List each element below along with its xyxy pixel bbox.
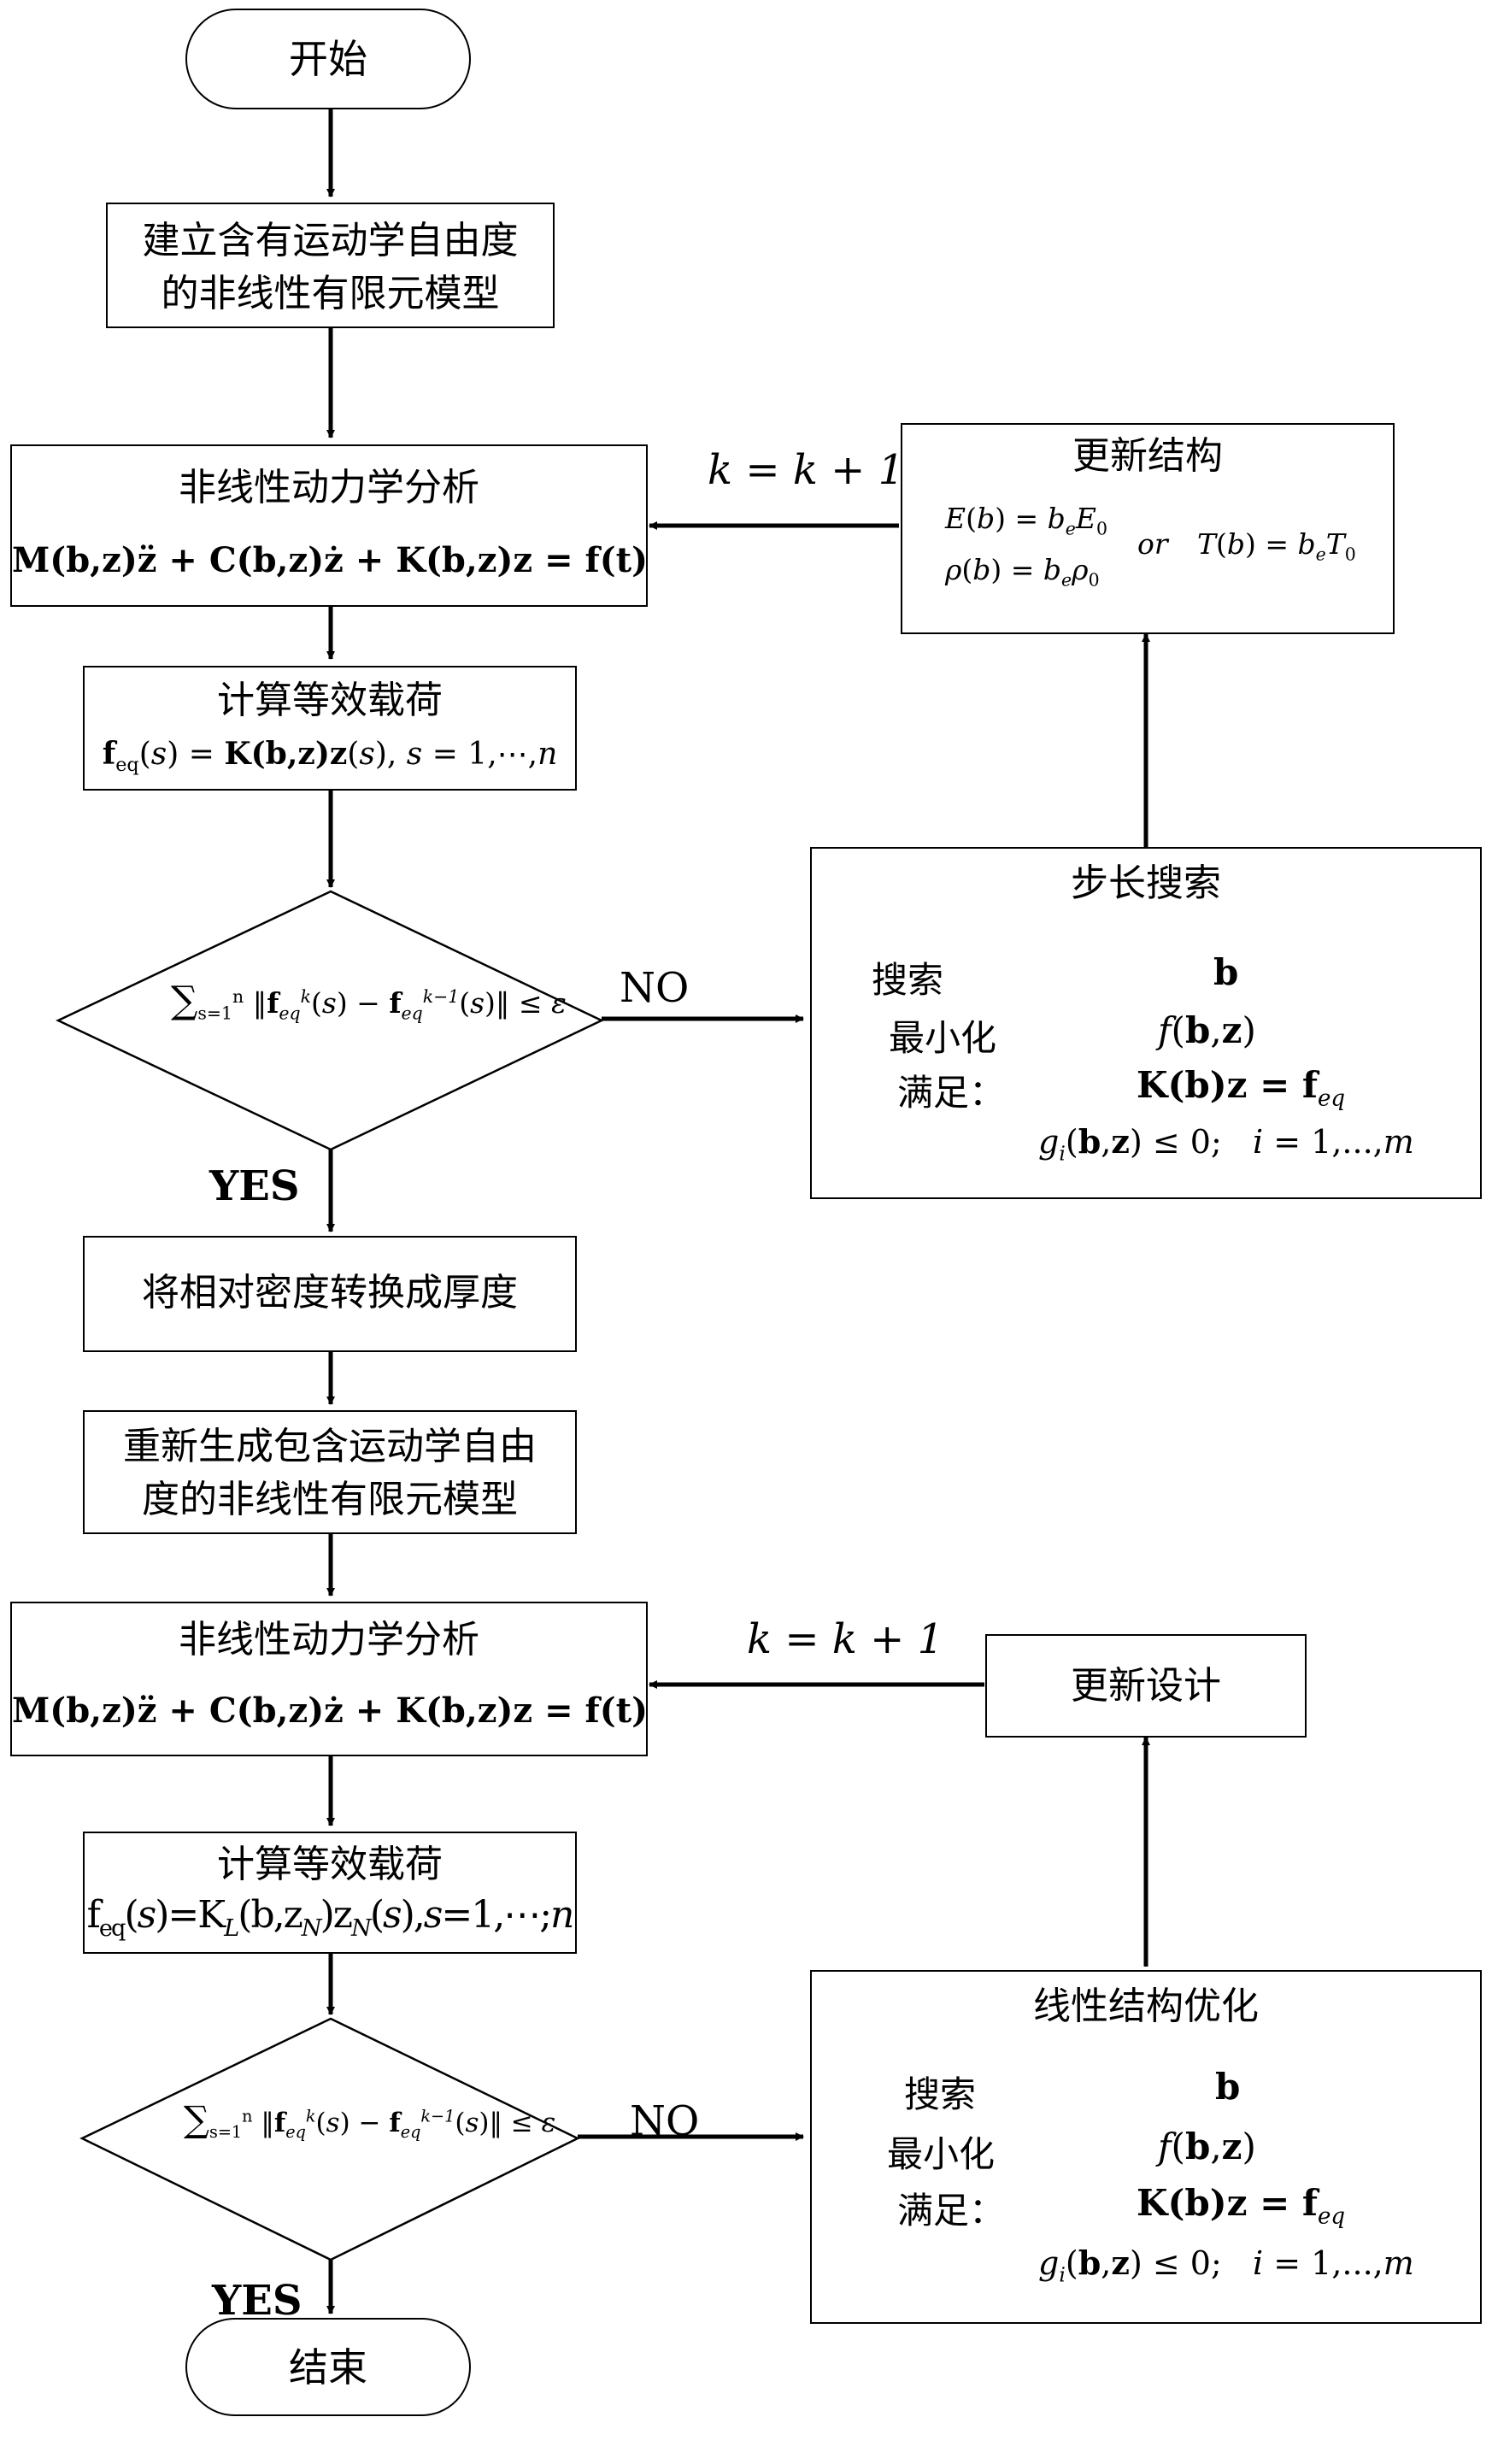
nonlinear-analysis-box-2: 非线性动力学分析 M(b,z)z̈ + C(b,z)ż + K(b,z)z = … bbox=[10, 1602, 648, 1756]
step-search-title: 步长搜索 bbox=[812, 857, 1480, 910]
update-structure-eq-rho: ρ(b) = beρ0 bbox=[945, 553, 1100, 591]
iteration-label-2: k = k + 1 bbox=[747, 1615, 943, 1663]
linear-opt-label-search: 搜索 bbox=[904, 2066, 976, 2118]
linear-opt-value-equilibrium: K(b)z = feq bbox=[1137, 2182, 1345, 2229]
build-model-line2: 的非线性有限元模型 bbox=[108, 268, 553, 320]
analysis2-equation: M(b,z)z̈ + C(b,z)ż + K(b,z)z = f(t) bbox=[12, 1691, 646, 1731]
update-structure-box: 更新结构 E(b) = beE0 ρ(b) = beρ0 or T(b) = b… bbox=[901, 423, 1395, 634]
step-search-label-minimize: 最小化 bbox=[889, 1009, 996, 1061]
linear-opt-label-minimize: 最小化 bbox=[887, 2126, 995, 2178]
update-design-label: 更新设计 bbox=[987, 1660, 1305, 1713]
load2-title: 计算等效载荷 bbox=[85, 1838, 575, 1891]
build-model-box: 建立含有运动学自由度 的非线性有限元模型 bbox=[106, 203, 555, 328]
analysis1-title: 非线性动力学分析 bbox=[12, 462, 646, 515]
regenerate-line1: 重新生成包含运动学自由 bbox=[85, 1420, 575, 1473]
iteration-label-1: k = k + 1 bbox=[708, 446, 904, 494]
decision2-expression: ∑s=1n ‖feqk(s) − feqk−1(s)‖ ≤ ε bbox=[184, 2098, 555, 2142]
no-label-1: NO bbox=[620, 964, 689, 1012]
convert-thickness-box: 将相对密度转换成厚度 bbox=[83, 1236, 577, 1352]
update-structure-eq-E: E(b) = beE0 bbox=[945, 502, 1107, 539]
no-label-2: NO bbox=[630, 2097, 699, 2145]
load1-title: 计算等效载荷 bbox=[85, 674, 575, 727]
analysis1-equation: M(b,z)z̈ + C(b,z)ż + K(b,z)z = f(t) bbox=[12, 540, 646, 580]
load1-equation: feq(s) = K(b,z)z(s), s = 1,⋯,n bbox=[85, 736, 575, 776]
step-search-box: 步长搜索 搜索 b 最小化 f(b,z) 满足： K(b)z = feq gi(… bbox=[810, 847, 1482, 1199]
load2-equation: feq(s)=KL(b,zN)zN(s),s=1,⋯;n bbox=[85, 1893, 575, 1942]
linear-optimization-box: 线性结构优化 搜索 b 最小化 f(b,z) 满足： K(b)z = feq g… bbox=[810, 1970, 1482, 2324]
update-design-box: 更新设计 bbox=[985, 1634, 1307, 1738]
step-search-value-objective: f(b,z) bbox=[1158, 1009, 1256, 1051]
linear-opt-value-b: b bbox=[1215, 2066, 1240, 2108]
analysis2-title: 非线性动力学分析 bbox=[12, 1614, 646, 1667]
regenerate-model-box: 重新生成包含运动学自由 度的非线性有限元模型 bbox=[83, 1410, 577, 1534]
end-terminal: 结束 bbox=[185, 2318, 471, 2416]
update-structure-eq-T: T(b) = beT0 bbox=[1197, 527, 1356, 565]
equivalent-load-box-1: 计算等效载荷 feq(s) = K(b,z)z(s), s = 1,⋯,n bbox=[83, 666, 577, 791]
start-terminal: 开始 bbox=[185, 9, 471, 109]
end-label: 结束 bbox=[289, 2341, 367, 2394]
equivalent-load-box-2: 计算等效载荷 feq(s)=KL(b,zN)zN(s),s=1,⋯;n bbox=[83, 1832, 577, 1954]
update-structure-or: or bbox=[1137, 527, 1168, 561]
convert-thickness-label: 将相对密度转换成厚度 bbox=[85, 1267, 575, 1320]
step-search-value-b: b bbox=[1213, 951, 1238, 993]
linear-opt-constraint: gi(b,z) ≤ 0; i = 1,...,m bbox=[1038, 2243, 1414, 2287]
update-structure-title: 更新结构 bbox=[902, 430, 1393, 483]
linear-opt-label-subject: 满足： bbox=[897, 2182, 1005, 2234]
step-search-value-equilibrium: K(b)z = feq bbox=[1137, 1064, 1345, 1111]
decision1-expression: ∑s=1n ‖feqk(s) − feqk−1(s)‖ ≤ ε bbox=[171, 979, 567, 1024]
linear-optimization-title: 线性结构优化 bbox=[812, 1980, 1480, 2033]
nonlinear-analysis-box-1: 非线性动力学分析 M(b,z)z̈ + C(b,z)ż + K(b,z)z = … bbox=[10, 444, 648, 607]
step-search-label-subject: 满足： bbox=[897, 1064, 1005, 1116]
yes-label-1: YES bbox=[209, 1162, 300, 1210]
step-search-label-search: 搜索 bbox=[872, 951, 943, 1003]
step-search-constraint: gi(b,z) ≤ 0; i = 1,...,m bbox=[1038, 1122, 1414, 1166]
regenerate-line2: 度的非线性有限元模型 bbox=[85, 1473, 575, 1526]
build-model-line1: 建立含有运动学自由度 bbox=[108, 215, 553, 268]
start-label: 开始 bbox=[289, 32, 367, 85]
linear-opt-value-objective: f(b,z) bbox=[1158, 2126, 1256, 2167]
